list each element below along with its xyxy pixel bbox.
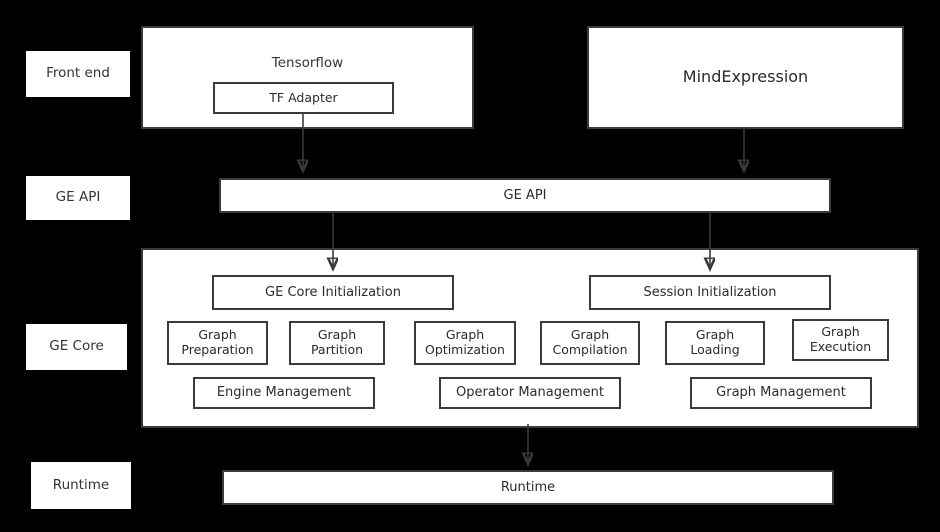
stage-label-ge-core-text: GE Core xyxy=(49,338,104,355)
stage-label-runtime-text: Runtime xyxy=(52,476,110,493)
mindexpression-container: MindExpression xyxy=(587,26,904,129)
graph-execution-box[interactable]: Graph Execution xyxy=(792,319,889,361)
tensorflow-title: Tensorflow xyxy=(271,55,344,71)
graph-management-box[interactable]: Graph Management xyxy=(690,377,872,409)
operator-management-box[interactable]: Operator Management xyxy=(439,377,621,409)
stage-label-front-end-text: Front end xyxy=(46,65,110,82)
ge-core-initialization-label: GE Core Initialization xyxy=(265,284,401,300)
graph-optimization-label: Graph Optimization xyxy=(425,327,505,357)
tf-adapter-label: TF Adapter xyxy=(269,89,338,105)
stage-label-ge-core: GE Core xyxy=(26,324,127,370)
session-initialization-box[interactable]: Session Initialization xyxy=(589,275,831,310)
graph-management-label: Graph Management xyxy=(716,385,846,401)
graph-preparation-label: Graph Preparation xyxy=(181,327,254,357)
tf-adapter-box[interactable]: TF Adapter xyxy=(213,82,394,114)
graph-loading-label: Graph Loading xyxy=(690,327,740,357)
mindexpression-title: MindExpression xyxy=(682,67,809,87)
graph-loading-box[interactable]: Graph Loading xyxy=(665,321,765,365)
session-initialization-label: Session Initialization xyxy=(643,284,777,300)
graph-compilation-label: Graph Compilation xyxy=(552,327,628,357)
runtime-bar-label: Runtime xyxy=(500,479,556,495)
ge-api-bar[interactable]: GE API xyxy=(219,178,831,213)
graph-preparation-box[interactable]: Graph Preparation xyxy=(167,321,268,365)
stage-label-ge-api: GE API xyxy=(26,176,130,220)
graph-optimization-box[interactable]: Graph Optimization xyxy=(414,321,516,365)
graph-partition-label: Graph Partition xyxy=(310,327,364,357)
graph-compilation-box[interactable]: Graph Compilation xyxy=(540,321,640,365)
engine-management-box[interactable]: Engine Management xyxy=(193,377,375,409)
engine-management-label: Engine Management xyxy=(216,385,352,401)
runtime-bar[interactable]: Runtime xyxy=(222,470,834,505)
stage-label-runtime: Runtime xyxy=(31,462,131,509)
stage-label-front-end: Front end xyxy=(26,51,130,97)
graph-execution-label: Graph Execution xyxy=(809,324,872,354)
ge-core-initialization-box[interactable]: GE Core Initialization xyxy=(212,275,454,310)
operator-management-label: Operator Management xyxy=(456,385,604,401)
ge-api-bar-label: GE API xyxy=(503,187,547,203)
graph-partition-box[interactable]: Graph Partition xyxy=(289,321,385,365)
stage-label-ge-api-text: GE API xyxy=(55,189,101,206)
